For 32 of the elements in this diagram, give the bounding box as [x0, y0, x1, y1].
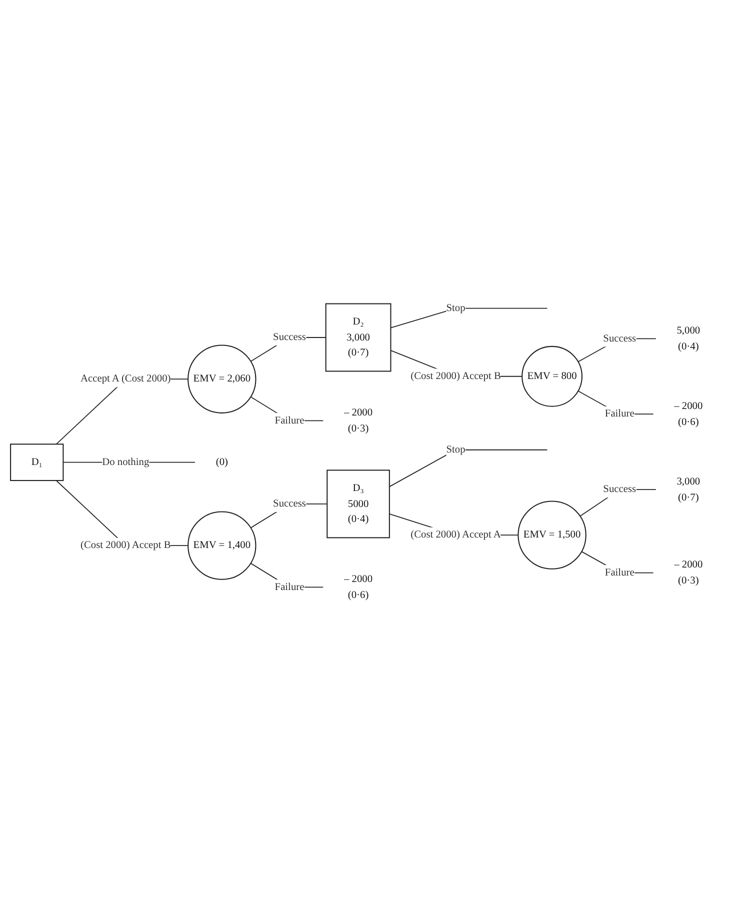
node-text: 3,000 (0·7) — [676, 476, 700, 503]
edge-label: Stop — [446, 302, 466, 314]
node-text: (0) — [216, 456, 228, 468]
edge-label: Success — [273, 332, 306, 344]
node-text: 5,000 (0·4) — [676, 325, 700, 352]
edge-label: Success — [603, 333, 636, 344]
decision-tree-drawing: Accept A (Cost 2000) Success Stop (Cost 2000) Accept B Success Failure Failure Do nothing (Cost 2000) Accept B Success Stop (Cost 2000) Accept A Success Failure Failure D₁ EMV = 2,060 D₂ 3,000 (0·7) EMV = 800 5,000 (0·4) – 2000 (0·6) – 2000 (0·3) (0) EMV = 1,400 D₃ 5000 (0·4) EMV = 1,500 3,000 (0·7) – 2000 (0·6) – 2000 (0·3) — [5, 295, 729, 619]
node-text: – 2000 (0·6) — [674, 400, 703, 428]
edge-label: Failure — [604, 408, 634, 420]
node-box — [325, 303, 392, 372]
edge-label: Accept A (Cost 2000) — [80, 374, 171, 385]
node-text: – 2000 (0·3) — [344, 407, 373, 434]
edge-label: (Cost 2000) Accept A — [410, 530, 501, 541]
edge-label: Failure — [274, 582, 304, 593]
edge-label: Success — [273, 498, 306, 510]
connector — [390, 308, 548, 328]
edge-label: (Cost 2000) Accept B — [80, 540, 171, 552]
edge-label: (Cost 2000) Accept B — [410, 370, 501, 382]
node-circle — [188, 344, 256, 414]
connector — [388, 450, 548, 488]
edge-label: Success — [603, 484, 636, 496]
node-box — [326, 470, 390, 538]
node-circle — [188, 511, 256, 580]
edge-label: Failure — [604, 567, 634, 578]
edge-label: Failure — [274, 415, 304, 426]
node-box — [10, 444, 64, 482]
edge-label: Stop — [446, 444, 466, 456]
edge-label: Do nothing — [102, 456, 150, 468]
node-text: – 2000 (0·6) — [344, 574, 373, 600]
node-text: – 2000 (0·3) — [674, 559, 703, 586]
node-circle — [522, 346, 582, 407]
node-circle — [518, 500, 586, 570]
